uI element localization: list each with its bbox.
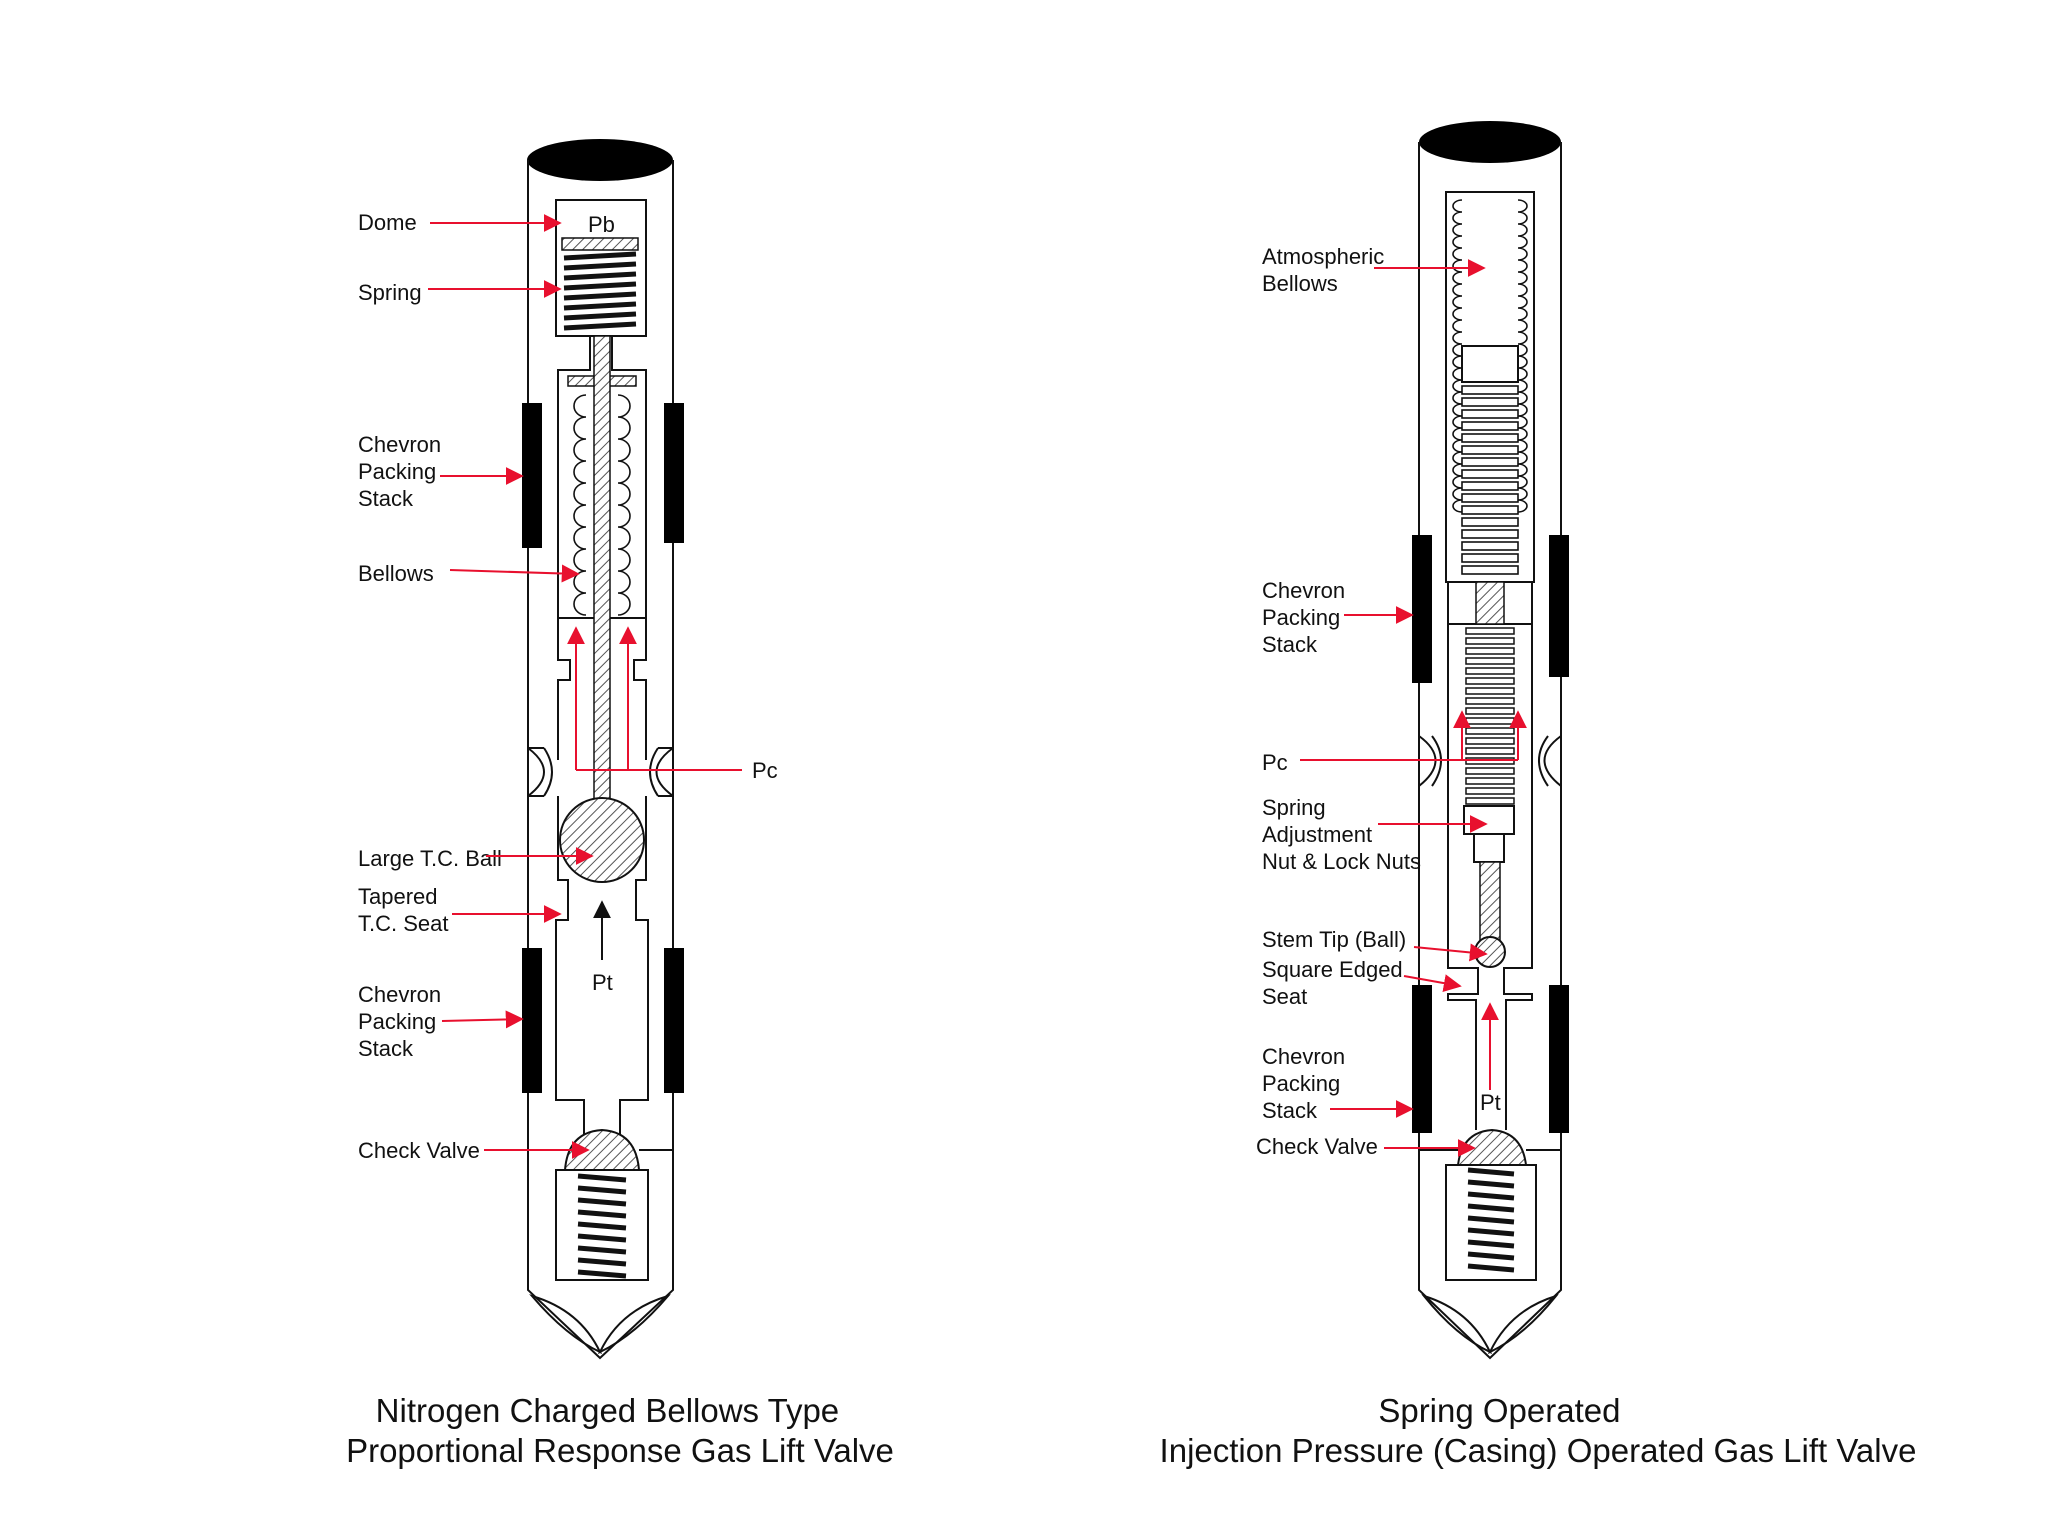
right-labels: Atmospheric Bellows Chevron Packing Stac… [1256,244,1488,1159]
left-label-spring: Spring [358,280,422,305]
right-spring-adjustment-nut [1463,805,1515,835]
right-chevron-packing-lower-left [1412,985,1432,1133]
right-label-atmospheric-bellows: Atmospheric Bellows [1262,244,1390,296]
left-label-check-valve: Check Valve [358,1138,480,1163]
right-label-seat: Square Edged Seat [1262,957,1409,1009]
right-chevron-packing-upper-left [1412,535,1432,683]
left-valve-top-cap [527,139,673,181]
right-caption: Spring Operated Injection Pressure (Casi… [1160,1392,1917,1469]
left-pc-symbol: Pc [752,758,778,783]
left-label-ball: Large T.C. Ball [358,846,502,871]
left-dome-symbol: Pb [588,212,615,237]
right-label-chevron-upper: Chevron Packing Stack [1262,578,1351,657]
left-label-seat: Tapered T.C. Seat [358,884,448,936]
right-square-edged-seat [1447,760,1533,1130]
right-label-stem-tip: Stem Tip (Ball) [1262,927,1406,952]
left-label-chevron-upper: Chevron Packing Stack [358,432,447,511]
left-pc-flow-arrows [567,626,742,771]
right-pc-flow-arrows [1300,710,1527,761]
right-main-spring [1461,385,1519,575]
right-pt-symbol: Pt [1480,1090,1501,1115]
right-valve-body: Pt [1300,121,1569,1360]
left-check-spring [577,1173,627,1279]
right-lower-spring [1465,627,1515,805]
right-label-check-valve: Check Valve [1256,1134,1378,1159]
left-valve-stem [593,335,611,807]
left-chevron-packing-upper-right [664,403,684,543]
right-label-chevron-lower: Chevron Packing Stack [1262,1044,1351,1123]
left-label-dome: Dome [358,210,417,235]
left-label-bellows: Bellows [358,561,434,586]
right-check-spring [1467,1167,1515,1273]
left-chevron-packing-lower-left [522,948,542,1093]
right-stem-tip-ball [1474,936,1506,968]
left-label-chevron-lower: Chevron Packing Stack [358,982,447,1061]
left-chevron-packing-upper-left [522,403,542,548]
right-chevron-packing-upper-right [1549,535,1569,677]
left-valve-body: Pb Pc Pt [522,139,778,1360]
left-valve-nose [527,1150,674,1360]
left-dome-spring [563,251,637,331]
left-large-tc-ball [559,797,645,883]
right-valve-nose [1418,1150,1562,1360]
right-chevron-packing-lower-right [1549,985,1569,1133]
left-pt-symbol: Pt [592,970,613,995]
right-label-pc: Pc [1262,750,1288,775]
left-caption: Nitrogen Charged Bellows Type Proportion… [346,1392,894,1469]
left-chevron-packing-lower-right [664,948,684,1093]
left-labels: Dome Spring Chevron Packing Stack Bellow… [358,210,594,1163]
right-valve-top-cap [1419,121,1561,163]
right-label-spring-adjustment: Spring Adjustment Nut & Lock Nuts [1262,795,1421,874]
